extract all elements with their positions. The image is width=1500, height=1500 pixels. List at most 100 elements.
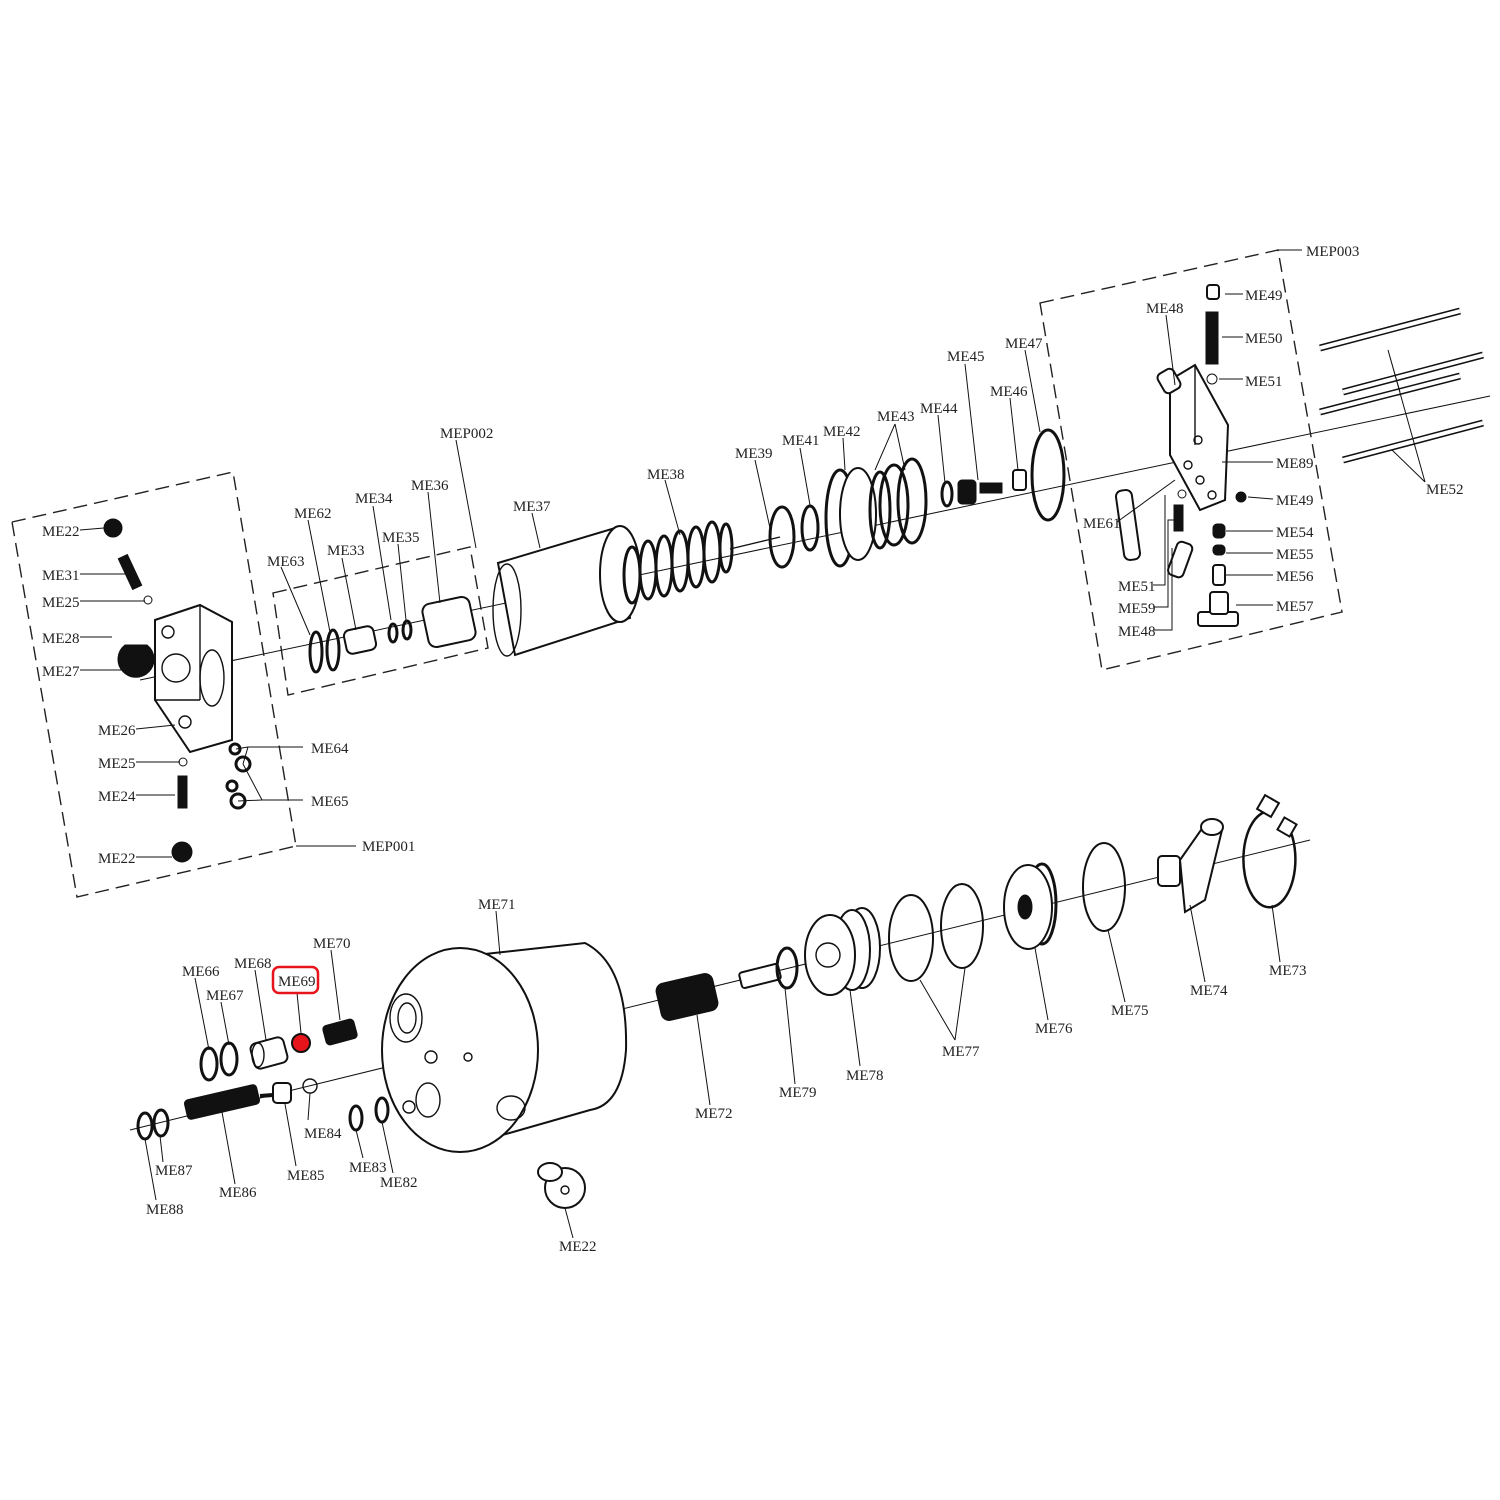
seals-me43 — [878, 457, 928, 547]
disc-me76 — [1003, 862, 1058, 950]
part-label-me54[interactable]: ME54 — [1276, 525, 1314, 541]
part-label-me28[interactable]: ME28 — [42, 631, 80, 647]
part-label-me65[interactable]: ME65 — [311, 794, 349, 810]
part-label-mep003[interactable]: MEP003 — [1306, 244, 1359, 260]
part-label-me42[interactable]: ME42 — [823, 424, 861, 440]
part-label-me75[interactable]: ME75 — [1111, 1003, 1149, 1019]
oring-me41 — [800, 504, 820, 552]
part-label-me48[interactable]: ME48 — [1146, 301, 1184, 317]
part-label-me56[interactable]: ME56 — [1276, 569, 1314, 585]
oring-me83 — [348, 1104, 364, 1132]
part-label-me59[interactable]: ME59 — [1118, 601, 1156, 617]
oring-me47 — [1030, 428, 1066, 522]
oring-me77b — [940, 883, 984, 969]
part-label-me43[interactable]: ME43 — [877, 409, 915, 425]
bolts-me52 — [1319, 307, 1484, 464]
part-label-me87[interactable]: ME87 — [155, 1163, 193, 1179]
part-label-me63[interactable]: ME63 — [267, 554, 305, 570]
oring-me77a — [888, 894, 934, 982]
part-label-me47[interactable]: ME47 — [1005, 336, 1043, 352]
fitting-me46 — [1012, 469, 1027, 491]
part-label-me49[interactable]: ME49 — [1276, 493, 1314, 509]
spring-me86 — [183, 1084, 261, 1120]
part-label-me70[interactable]: ME70 — [313, 936, 351, 952]
part-label-me85[interactable]: ME85 — [287, 1168, 325, 1184]
part-label-me50[interactable]: ME50 — [1245, 331, 1283, 347]
part-label-me22[interactable]: ME22 — [559, 1239, 597, 1255]
part-label-me64[interactable]: ME64 — [311, 741, 349, 757]
part-label-me36[interactable]: ME36 — [411, 478, 449, 494]
part-label-me39[interactable]: ME39 — [735, 446, 773, 462]
part-label-me41[interactable]: ME41 — [782, 433, 820, 449]
part-label-me25[interactable]: ME25 — [42, 595, 80, 611]
bottom-axis-line — [129, 839, 1311, 1131]
part-label-me22[interactable]: ME22 — [98, 851, 136, 867]
part-label-me46[interactable]: ME46 — [990, 384, 1028, 400]
part-label-me48[interactable]: ME48 — [1118, 624, 1156, 640]
part-label-me76[interactable]: ME76 — [1035, 1021, 1073, 1037]
part-label-mep001[interactable]: MEP001 — [362, 839, 415, 855]
part-label-me27[interactable]: ME27 — [42, 664, 80, 680]
part-label-me69[interactable]: ME69 — [278, 974, 316, 990]
part-label-me51[interactable]: ME51 — [1245, 374, 1283, 390]
clip-me73 — [1242, 793, 1298, 909]
part-label-me31[interactable]: ME31 — [42, 568, 80, 584]
oring-me75 — [1082, 842, 1126, 932]
mep002-parts — [308, 595, 477, 674]
part-label-me33[interactable]: ME33 — [327, 543, 365, 559]
group-box-mep001 — [11, 471, 297, 898]
part-label-me86[interactable]: ME86 — [219, 1185, 257, 1201]
fitting-me45b — [979, 482, 1003, 494]
piston-me42 — [824, 467, 892, 568]
part-label-me84[interactable]: ME84 — [304, 1126, 342, 1142]
part-label-me62[interactable]: ME62 — [294, 506, 332, 522]
part-label-me83[interactable]: ME83 — [349, 1160, 387, 1176]
group-box-mep002 — [272, 546, 489, 696]
part-label-me49[interactable]: ME49 — [1245, 288, 1283, 304]
group-box-mep003 — [1039, 249, 1343, 671]
piston-me78 — [804, 907, 881, 996]
spring-me38 — [622, 520, 734, 605]
part-label-me52[interactable]: ME52 — [1426, 482, 1464, 498]
part-label-me51[interactable]: ME51 — [1118, 579, 1156, 595]
part-labels: ME22ME31ME25ME28ME27ME26ME25ME24ME22ME64… — [42, 244, 1464, 1255]
washer-me39 — [768, 505, 796, 569]
rod-me39 — [729, 536, 781, 550]
ball-me69-highlighted[interactable] — [291, 1033, 311, 1053]
part-label-me35[interactable]: ME35 — [382, 530, 420, 546]
part-label-me61[interactable]: ME61 — [1083, 516, 1121, 532]
part-label-me88[interactable]: ME88 — [146, 1202, 184, 1218]
part-label-me71[interactable]: ME71 — [478, 897, 516, 913]
part-label-me22[interactable]: ME22 — [42, 524, 80, 540]
part-label-mep002[interactable]: MEP002 — [440, 426, 493, 442]
part-label-me38[interactable]: ME38 — [647, 467, 685, 483]
shaft-me79 — [738, 946, 799, 990]
part-label-me24[interactable]: ME24 — [98, 789, 136, 805]
spring-me70 — [322, 1018, 358, 1046]
part-label-me73[interactable]: ME73 — [1269, 963, 1307, 979]
oring-me87 — [152, 1108, 170, 1138]
part-label-me45[interactable]: ME45 — [947, 349, 985, 365]
part-label-me37[interactable]: ME37 — [513, 499, 551, 515]
part-label-me72[interactable]: ME72 — [695, 1106, 733, 1122]
part-label-me25[interactable]: ME25 — [98, 756, 136, 772]
part-label-me44[interactable]: ME44 — [920, 401, 958, 417]
part-label-me77[interactable]: ME77 — [942, 1044, 980, 1060]
part-label-me89[interactable]: ME89 — [1276, 456, 1314, 472]
part-label-me79[interactable]: ME79 — [779, 1085, 817, 1101]
part-label-me78[interactable]: ME78 — [846, 1068, 884, 1084]
pump-body-me71 — [381, 941, 628, 1153]
part-label-me74[interactable]: ME74 — [1190, 983, 1228, 999]
part-label-me34[interactable]: ME34 — [355, 491, 393, 507]
part-label-me66[interactable]: ME66 — [182, 964, 220, 980]
part-label-me67[interactable]: ME67 — [206, 988, 244, 1004]
part-label-me82[interactable]: ME82 — [380, 1175, 418, 1191]
valve-block-mep003 — [1114, 284, 1247, 627]
part-label-me55[interactable]: ME55 — [1276, 547, 1314, 563]
part-label-me57[interactable]: ME57 — [1276, 599, 1314, 615]
sleeve-me68 — [249, 1036, 289, 1070]
plug-me22 — [537, 1162, 586, 1209]
part-label-me68[interactable]: ME68 — [234, 956, 272, 972]
part-label-me26[interactable]: ME26 — [98, 723, 136, 739]
